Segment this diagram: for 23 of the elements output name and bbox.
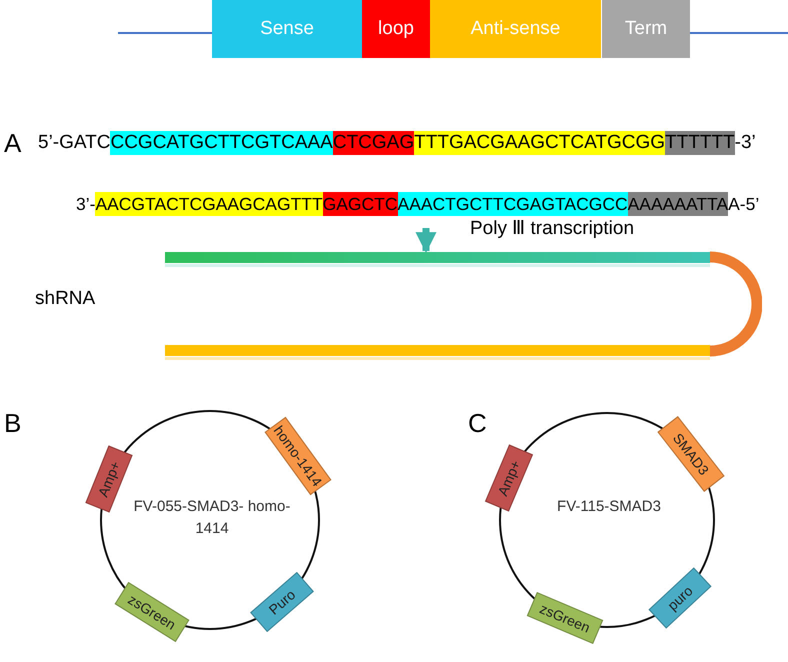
sequence-segment: TTTTTT (665, 131, 735, 155)
panel-letter: C (468, 408, 487, 439)
antisense-segment: Anti-sense (430, 0, 601, 58)
arrow (416, 228, 436, 254)
sequence-segment: AACGTACTCGAAGCAGTTT (95, 192, 323, 216)
sequence-end: 3’- (76, 193, 96, 216)
sequence-end: 5’-GATC (38, 131, 110, 155)
gene-segment: Amp+ (85, 446, 133, 513)
panel-letter: A (4, 128, 22, 159)
sequence-segment: CCGCATGCTTCGTCAAA (110, 131, 333, 155)
plasmid-name: FV-115-SMAD3 (556, 497, 662, 517)
shrna-label: shRNA (35, 288, 96, 310)
plasmid-name: FV-055-SMAD3- homo-1414 (132, 497, 292, 539)
panel-letter: B (4, 408, 22, 439)
sequence-segment: GAGCTC (322, 192, 398, 216)
terminator-segment: Term (602, 0, 690, 58)
gene-segment: Amp+ (484, 444, 533, 512)
loop-segment: loop (362, 0, 430, 58)
sense-segment: Sense (212, 0, 362, 58)
sequence-end: A-5’ (728, 193, 760, 216)
sequence-segment: CTCGAG (332, 131, 414, 155)
sequence-segment: TTTGACGAAGCTCATGCGG (414, 131, 666, 155)
sequence-end: -3’ (734, 131, 756, 155)
